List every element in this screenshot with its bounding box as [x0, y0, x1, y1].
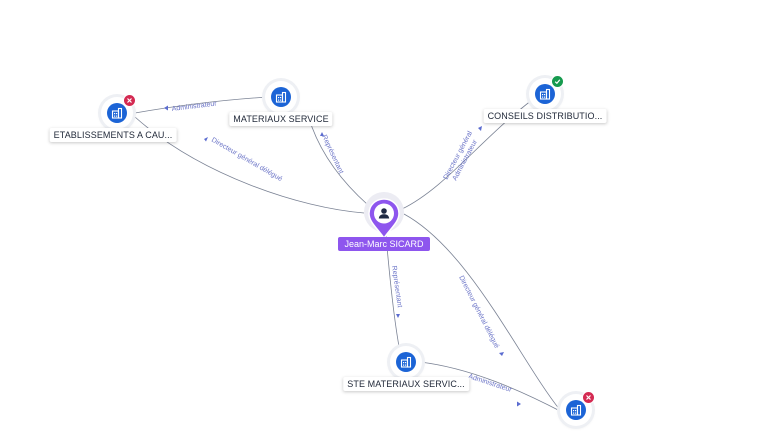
company-node-conseils-distribution[interactable] — [529, 75, 564, 110]
building-icon — [396, 352, 416, 372]
arrow-marker — [164, 105, 168, 111]
person-icon — [378, 208, 390, 219]
company-label[interactable]: ETABLISSEMENTS A CAU... — [49, 128, 177, 142]
arrow-marker — [517, 401, 521, 407]
edge-label: Administrateur — [467, 373, 513, 394]
building-icon — [271, 87, 291, 107]
arrow-marker — [320, 132, 324, 136]
edge-label: Représentant — [320, 134, 344, 175]
company-label[interactable]: MATERIAUX SERVICE — [229, 112, 333, 126]
company-node-bottom[interactable] — [560, 391, 595, 426]
arrow-marker — [396, 314, 400, 318]
arrow-marker — [204, 137, 208, 142]
person-name-label[interactable]: Jean-Marc SICARD — [338, 237, 430, 251]
building-icon — [107, 103, 127, 123]
closed-status-icon — [582, 391, 595, 404]
edge-label: Représentant — [390, 265, 403, 308]
company-node-ste-materiaux-service[interactable] — [390, 346, 422, 378]
building-icon — [566, 400, 586, 420]
edge-materiaux-etablissements — [134, 96, 269, 114]
arrow-marker — [499, 352, 504, 356]
company-label[interactable]: CONSEILS DISTRIBUTIO... — [483, 109, 607, 123]
edge-label: Directeur général délégué — [210, 137, 283, 183]
edge-label: Administrateur — [171, 100, 217, 113]
active-status-icon — [551, 75, 564, 88]
arrow-marker — [478, 126, 482, 131]
building-icon — [535, 84, 555, 104]
edge-label: Directeur général délégué — [457, 275, 500, 350]
edge-ste-bottom-company — [419, 361, 563, 413]
company-node-etablissements[interactable] — [101, 94, 136, 129]
edge-person-bottom-company — [403, 213, 561, 411]
company-node-materiaux-service[interactable] — [265, 81, 297, 113]
company-label[interactable]: STE MATERIAUX SERVIC... — [343, 377, 469, 391]
closed-status-icon — [123, 94, 136, 107]
